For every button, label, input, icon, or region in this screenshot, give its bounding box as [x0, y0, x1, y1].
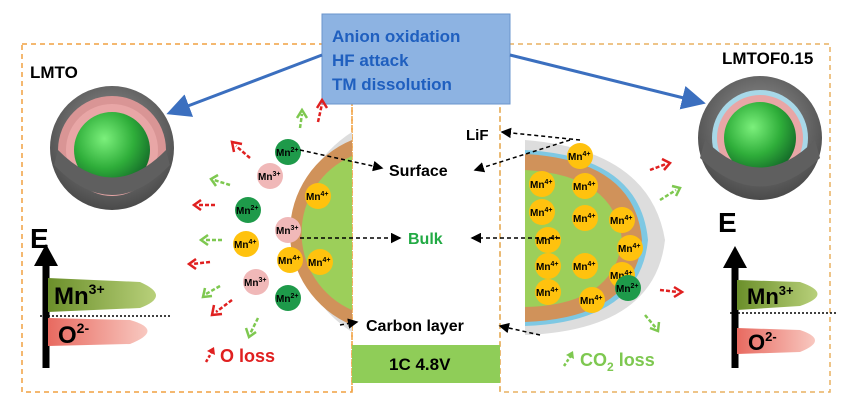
o-loss-legend: O loss	[206, 346, 275, 366]
surface-label: Surface	[389, 163, 448, 180]
left-title: LMTO	[30, 63, 78, 82]
lif-label: LiF	[466, 127, 489, 144]
co2-loss-label: CO2 loss	[580, 350, 655, 374]
right-energy-diagram: E Mn3+ O2-	[718, 207, 836, 368]
left-energy-diagram: E Mn3+ O2-	[30, 223, 170, 368]
o-loss-label: O loss	[220, 346, 275, 366]
header-line-2: HF attack	[332, 51, 409, 70]
condition-label: 1C 4.8V	[389, 355, 451, 374]
header-line-3: TM dissolution	[332, 75, 452, 94]
right-title: LMTOF0.15	[722, 49, 813, 68]
bulk-label: Bulk	[408, 231, 443, 248]
lmtof-particle	[698, 76, 822, 200]
arrow-to-lmtof	[510, 55, 700, 102]
header-line-1: Anion oxidation	[332, 27, 460, 46]
right-energy-label: E	[718, 207, 737, 238]
carbon-label: Carbon layer	[366, 318, 464, 335]
lmto-particle	[50, 86, 174, 210]
co2-loss-legend: CO2 loss	[564, 350, 655, 374]
arrow-to-lmto	[172, 55, 322, 112]
